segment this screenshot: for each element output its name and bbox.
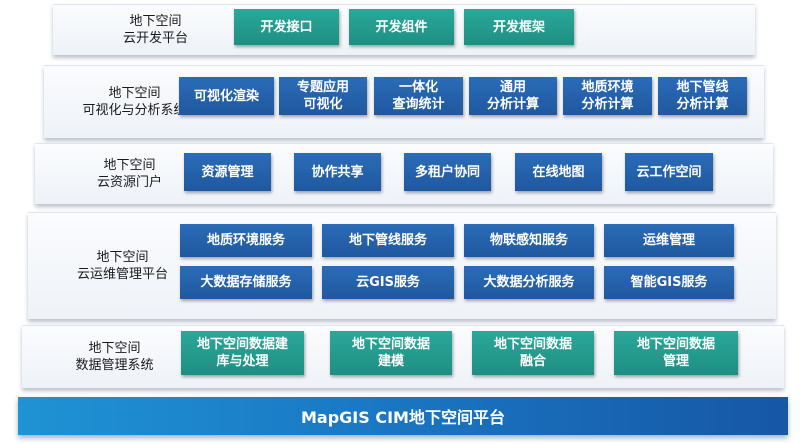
button-label-line: 管理 bbox=[662, 354, 689, 369]
button-label-line: 可视化 bbox=[303, 97, 343, 112]
thematic-visualization-button[interactable]: 专题应用 可视化 bbox=[279, 77, 367, 115]
layer-label: 地下空间 数据管理系统 bbox=[32, 326, 197, 388]
layer-label-line: 云运维管理平台 bbox=[76, 267, 168, 282]
button-label-line: 可视化渲染 bbox=[193, 88, 259, 104]
big-data-analysis-service-button[interactable]: 大数据分析服务 bbox=[464, 266, 594, 299]
big-data-storage-service-button[interactable]: 大数据存储服务 bbox=[180, 266, 312, 299]
button-label-line: 地下空间数据 bbox=[493, 337, 572, 352]
dev-framework-button[interactable]: 开发框架 bbox=[464, 9, 574, 45]
button-label-line: 一体化 bbox=[398, 80, 438, 95]
ops-management-button[interactable]: 运维管理 bbox=[604, 224, 734, 257]
platform-base-bar: MapGIS CIM地下空间平台 bbox=[18, 397, 788, 435]
online-map-button[interactable]: 在线地图 bbox=[515, 153, 602, 191]
button-label-line: 地下空间数据 bbox=[636, 337, 715, 352]
general-analysis-button[interactable]: 通用 分析计算 bbox=[469, 77, 557, 115]
layer-label-line: 数据管理系统 bbox=[75, 358, 154, 373]
layer-label-line: 地下空间 bbox=[103, 158, 156, 173]
layer-label-line: 可视化与分析系统 bbox=[82, 103, 187, 118]
button-label-line: 库与处理 bbox=[216, 354, 269, 369]
button-label-line: 查询统计 bbox=[392, 97, 445, 112]
button-label-line: 地质环境 bbox=[581, 80, 634, 95]
geo-environment-analysis-button[interactable]: 地质环境 分析计算 bbox=[563, 77, 652, 115]
geo-environment-service-button[interactable]: 地质环境服务 bbox=[180, 224, 312, 257]
pipeline-service-button[interactable]: 地下管线服务 bbox=[322, 224, 454, 257]
cloud-gis-service-button[interactable]: 云GIS服务 bbox=[322, 266, 454, 299]
iot-sensing-service-button[interactable]: 物联感知服务 bbox=[464, 224, 594, 257]
resource-management-button[interactable]: 资源管理 bbox=[184, 153, 271, 191]
layer-label: 地下空间 云资源门户 bbox=[47, 144, 212, 204]
data-build-process-button[interactable]: 地下空间数据建 库与处理 bbox=[181, 331, 304, 375]
cloud-workspace-button[interactable]: 云工作空间 bbox=[625, 153, 713, 191]
smart-gis-service-button[interactable]: 智能GIS服务 bbox=[604, 266, 734, 299]
layer-label-line: 地下空间 bbox=[108, 86, 161, 101]
layer-label-line: 地下空间 bbox=[88, 341, 141, 356]
layer-label-line: 地下空间 bbox=[129, 14, 182, 29]
button-label-line: 地下管线 bbox=[676, 80, 729, 95]
data-management-button[interactable]: 地下空间数据 管理 bbox=[614, 331, 738, 375]
button-label-line: 融合 bbox=[519, 354, 546, 369]
dev-component-button[interactable]: 开发组件 bbox=[349, 9, 454, 45]
collaboration-sharing-button[interactable]: 协作共享 bbox=[294, 153, 381, 191]
query-statistics-button[interactable]: 一体化 查询统计 bbox=[374, 77, 463, 115]
button-label-line: 地下空间数据建 bbox=[196, 337, 288, 352]
layer-label: 地下空间 云开发平台 bbox=[73, 5, 238, 55]
button-label-line: 专题应用 bbox=[296, 80, 349, 95]
layer-label: 地下空间 云运维管理平台 bbox=[40, 213, 205, 319]
layer-label: 地下空间 可视化与分析系统 bbox=[52, 66, 217, 138]
layer-label-line: 地下空间 bbox=[96, 250, 149, 265]
multi-tenant-button[interactable]: 多租户协同 bbox=[404, 153, 491, 191]
data-fusion-button[interactable]: 地下空间数据 融合 bbox=[472, 331, 594, 375]
layer-label-line: 云资源门户 bbox=[96, 175, 162, 190]
button-label-line: 分析计算 bbox=[486, 97, 539, 112]
button-label-line: 建模 bbox=[377, 354, 404, 369]
button-label-line: 通用 bbox=[499, 80, 526, 95]
dev-interface-button[interactable]: 开发接口 bbox=[234, 9, 339, 45]
button-label-line: 地下空间数据 bbox=[351, 337, 430, 352]
platform-title: MapGIS CIM地下空间平台 bbox=[301, 408, 505, 427]
button-label-line: 分析计算 bbox=[676, 97, 729, 112]
visual-rendering-button[interactable]: 可视化渲染 bbox=[179, 77, 274, 115]
data-modeling-button[interactable]: 地下空间数据 建模 bbox=[330, 331, 452, 375]
button-label-line: 分析计算 bbox=[581, 97, 634, 112]
pipeline-analysis-button[interactable]: 地下管线 分析计算 bbox=[658, 77, 747, 115]
layer-label-line: 云开发平台 bbox=[122, 31, 188, 46]
